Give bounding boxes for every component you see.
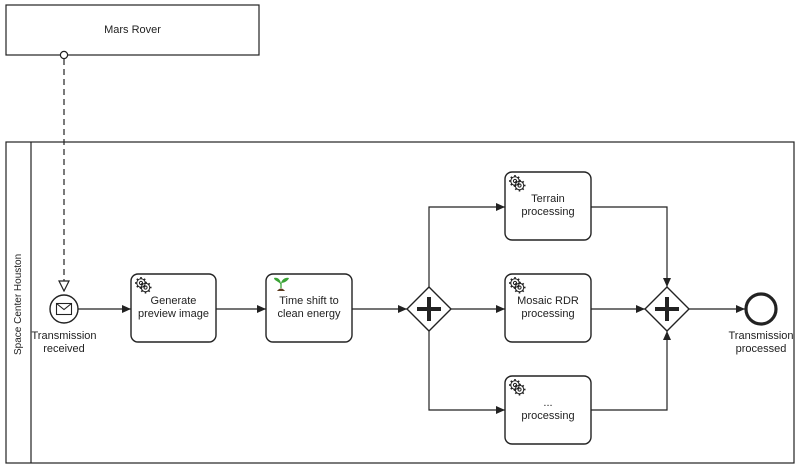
sprout-icon bbox=[274, 277, 289, 291]
task-label-terrain: Terrain processing bbox=[521, 193, 575, 218]
task-time-shift[interactable] bbox=[265, 273, 353, 343]
envelope-icon bbox=[55, 302, 73, 316]
task-generate-preview[interactable] bbox=[130, 273, 217, 343]
flow-split-to-terrain bbox=[428, 203, 505, 287]
gateway-join[interactable] bbox=[644, 286, 690, 332]
end-event[interactable] bbox=[744, 292, 778, 326]
start-event-label: Transmission received bbox=[31, 330, 97, 355]
pool-mars-rover[interactable] bbox=[5, 4, 260, 56]
flow-terrain-to-join bbox=[591, 206, 671, 287]
task-label-time-shift: Time shift to clean energy bbox=[277, 295, 341, 320]
task-label-generate-preview: Generate preview image bbox=[138, 295, 209, 320]
sequence-flows bbox=[78, 203, 745, 414]
task-label-mosaic: Mosaic RDR processing bbox=[517, 295, 579, 320]
plus-icon bbox=[417, 297, 441, 321]
pool-name: Mars Rover bbox=[104, 24, 161, 36]
task-label-other: ... processing bbox=[521, 397, 575, 422]
plus-icon bbox=[655, 297, 679, 321]
task-mosaic-processing[interactable] bbox=[504, 273, 592, 343]
flow-split-to-other bbox=[428, 331, 505, 414]
pool-title-mars-rover: Mars Rover bbox=[6, 5, 259, 55]
task-terrain-processing[interactable] bbox=[504, 171, 592, 241]
gateway-split[interactable] bbox=[406, 286, 452, 332]
flow-other-to-join bbox=[591, 331, 671, 411]
pool-title-space-center-houston: Space Center Houston bbox=[13, 253, 24, 355]
task-other-processing[interactable] bbox=[504, 375, 592, 445]
end-event-label: Transmission processed bbox=[728, 330, 794, 355]
message-flow-origin bbox=[59, 50, 69, 60]
